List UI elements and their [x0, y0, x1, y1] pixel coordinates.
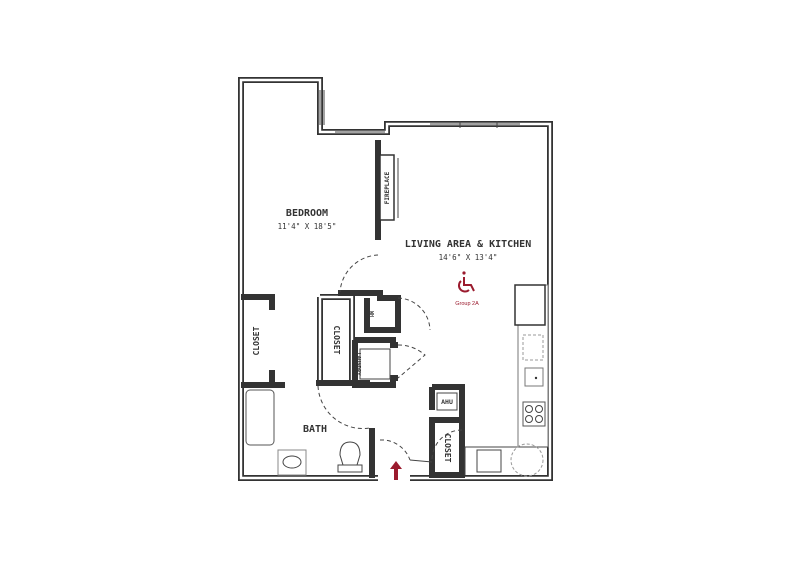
refrigerator	[514, 284, 546, 326]
kitchen-sink	[524, 367, 544, 387]
cooktop	[522, 401, 546, 427]
water-heater-label: WH	[368, 311, 374, 317]
bath-label: BATH	[303, 424, 327, 435]
bedroom-label: BEDROOM	[286, 208, 328, 219]
bathtub	[245, 389, 275, 446]
sink-vanity	[277, 449, 307, 476]
living-label: LIVING AREA & KITCHEN	[405, 239, 531, 250]
toilet	[337, 441, 363, 473]
accessibility-label: Group 2A	[455, 301, 479, 307]
ahu-label: AHU	[441, 398, 453, 406]
closet-entry-label: CLOSET	[443, 434, 452, 463]
doors	[317, 254, 463, 463]
walls	[238, 77, 553, 481]
closet-hall-label: CLOSET	[332, 326, 341, 355]
room-labels: BEDROOM 11'4" X 18'5" LIVING AREA & KITC…	[252, 171, 531, 462]
fireplace	[379, 154, 395, 221]
fixtures	[245, 154, 549, 477]
wheelchair-icon	[458, 271, 475, 293]
fireplace-label: FIREPLACE	[384, 171, 391, 204]
living-dimensions: 14'6" X 13'4"	[439, 253, 498, 262]
closet-bedroom-label: CLOSET	[252, 326, 261, 355]
laundry-label: LAUNDRY	[355, 352, 361, 376]
entry-arrow-icon	[390, 461, 402, 480]
bedroom-dimensions: 11'4" X 18'5"	[278, 222, 337, 231]
